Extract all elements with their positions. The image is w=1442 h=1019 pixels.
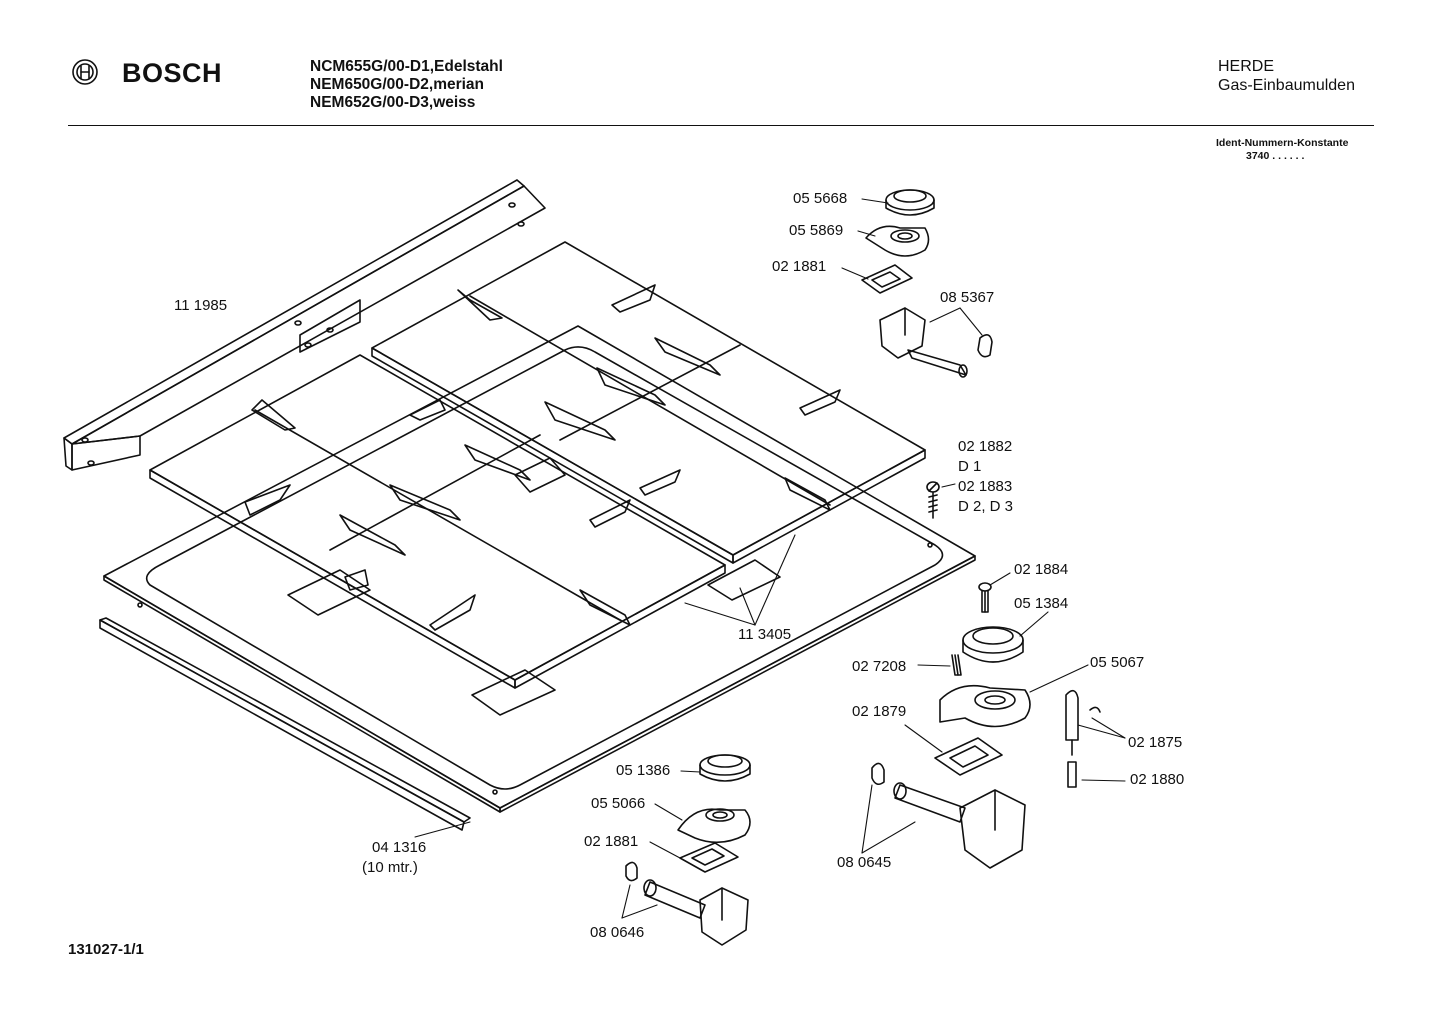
- part-label-055668: 05 5668: [793, 190, 848, 207]
- part-label-027208: 02 7208: [852, 658, 907, 675]
- part-label-051386: 05 1386: [616, 762, 671, 779]
- header-divider: [68, 125, 1374, 126]
- part-label-055869: 05 5869: [789, 222, 844, 239]
- model-1: NCM655G/00-D1,Edelstahl: [310, 58, 503, 75]
- model-2: NEM650G/00-D2,merian: [310, 76, 485, 93]
- sealing-strip: [99, 617, 471, 831]
- subcategory: Gas-Einbaumulden: [1218, 77, 1355, 94]
- part-label-021882: 02 1882: [958, 438, 1013, 455]
- category: HERDE: [1218, 58, 1275, 75]
- part-label-021883: 02 1883: [958, 478, 1013, 495]
- model-3: NEM652G/00-D3,weiss: [310, 94, 476, 111]
- screw: [926, 481, 940, 519]
- burner-small-bottom: [625, 754, 751, 946]
- document-id: 131027-1/1: [68, 941, 144, 958]
- burner-small-top: [861, 189, 993, 378]
- part-label-021881-top: 02 1881: [772, 258, 827, 275]
- hob-base-plate: [103, 325, 976, 813]
- part-note-041316: (10 mtr.): [362, 859, 418, 876]
- brand-name: BOSCH: [122, 58, 223, 88]
- part-label-021879: 02 1879: [852, 703, 907, 720]
- part-label-051384: 05 1384: [1014, 595, 1069, 612]
- ident-value: 3740 . . . . . .: [1246, 150, 1305, 162]
- part-label-055067: 05 5067: [1090, 654, 1145, 671]
- ident-label: Ident-Nummern-Konstante: [1216, 137, 1349, 149]
- part-variant-021883: D 2, D 3: [958, 498, 1014, 515]
- pan-support-left: [149, 354, 726, 689]
- pan-support-right: [371, 241, 926, 564]
- leader-lines: [414, 198, 1126, 919]
- part-variant-021882: D 1: [958, 458, 982, 475]
- part-label-021880: 02 1880: [1130, 771, 1185, 788]
- bosch-logo-icon: [72, 59, 98, 85]
- model-list: NCM655G/00-D1,Edelstahl NEM650G/00-D2,me…: [310, 58, 503, 112]
- burner-large: [871, 582, 1101, 869]
- part-label-021884: 02 1884: [1014, 561, 1069, 578]
- part-label-055066: 05 5066: [591, 795, 646, 812]
- part-label-111985: 11 1985: [174, 297, 228, 314]
- part-label-113405: 11 3405: [738, 626, 792, 643]
- ident-block: Ident-Nummern-Konstante 3740 . . . . . .: [1216, 137, 1348, 163]
- part-label-021882-group: 02 1882 D 1 02 1883 D 2, D 3: [958, 437, 1013, 517]
- part-label-021875: 02 1875: [1128, 734, 1183, 751]
- part-label-085367: 08 5367: [940, 289, 995, 306]
- part-label-080645: 08 0645: [837, 854, 892, 871]
- angle-rail: [63, 179, 546, 471]
- part-label-021881-bottom: 02 1881: [584, 833, 639, 850]
- part-label-041316-group: 04 1316 (10 mtr.): [362, 838, 426, 878]
- part-label-080646: 08 0646: [590, 924, 645, 941]
- category-block: HERDE Gas-Einbaumulden: [1218, 57, 1355, 95]
- part-label-041316: 04 1316: [372, 839, 427, 856]
